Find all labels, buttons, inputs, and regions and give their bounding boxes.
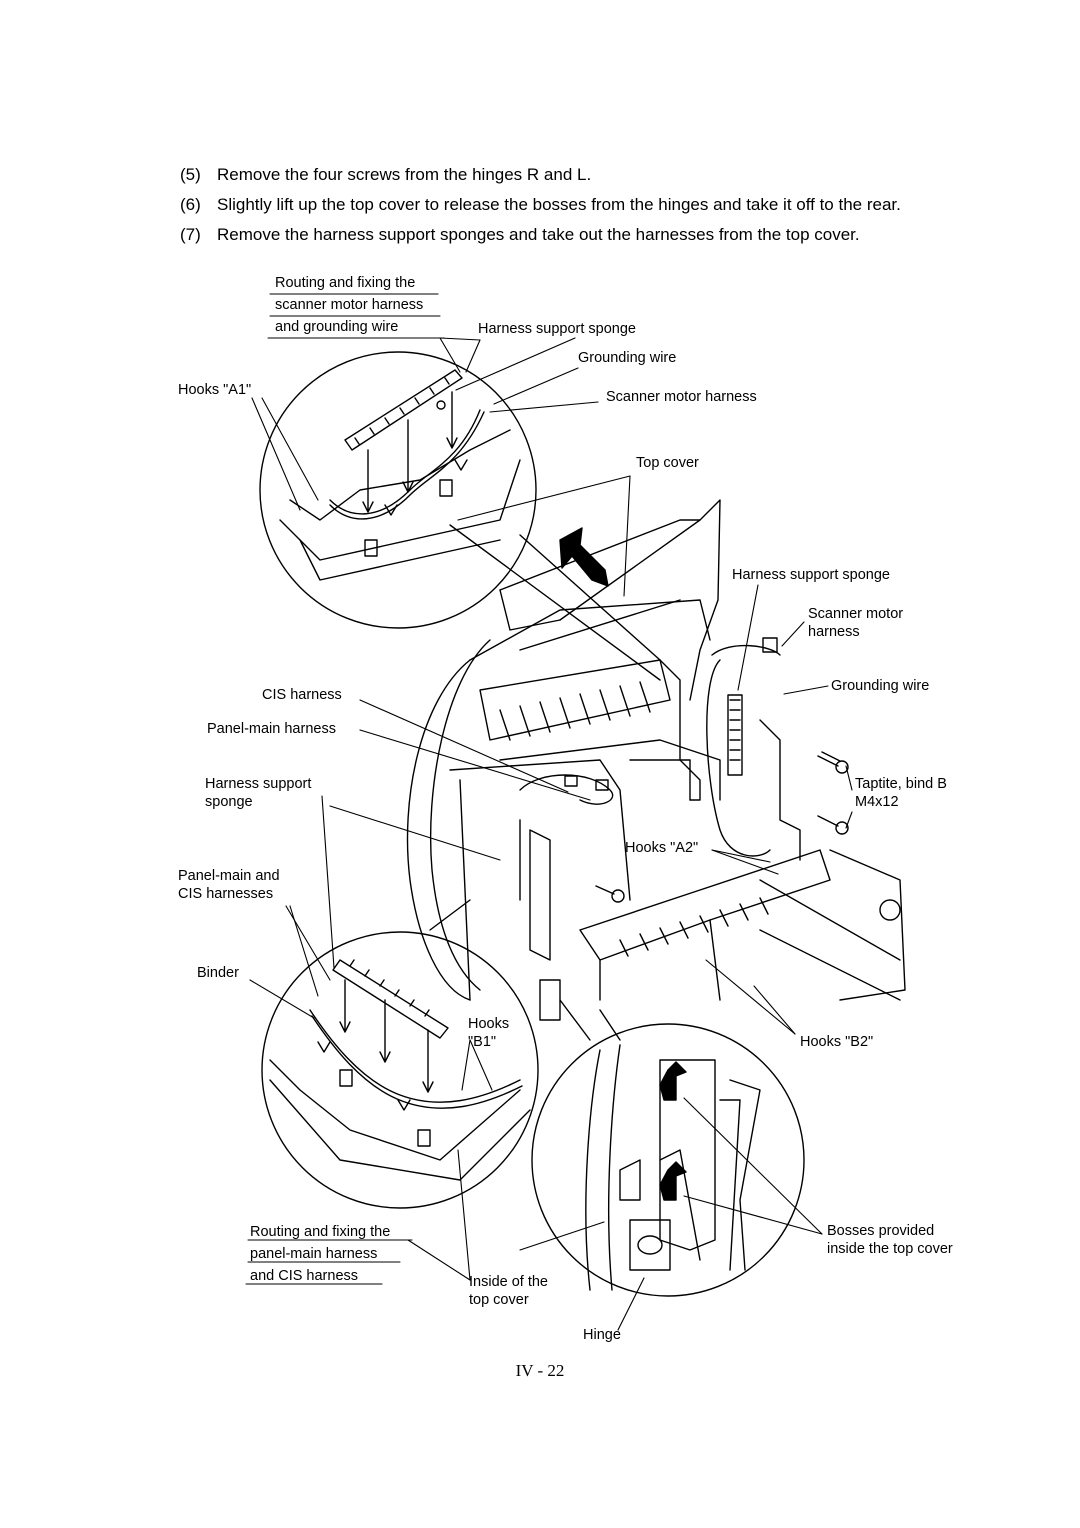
step-number: (5) (180, 165, 201, 184)
lift-arrow-icon (559, 527, 609, 587)
label-hooks-a1: Hooks "A1" (178, 382, 251, 398)
label-grounding-wire-top: Grounding wire (578, 350, 676, 366)
label-inside-top-cover-2: top cover (469, 1292, 529, 1308)
label-hooks-b1-2: "B1" (468, 1034, 496, 1050)
machine-body-drawing (406, 499, 906, 1021)
label-harness-sponge-right: Harness support sponge (732, 567, 890, 583)
hinge-shape (629, 1219, 671, 1271)
label-inside-top-cover-1: Inside of the (469, 1274, 548, 1290)
label-bosses-2: inside the top cover (827, 1241, 953, 1257)
label-cis-harness: CIS harness (262, 687, 342, 703)
label-harness-sponge-left-2: sponge (205, 794, 253, 810)
label-routing-bottom-1: Routing and fixing the (250, 1224, 390, 1240)
sponge-right-shape (727, 694, 743, 776)
label-routing-bottom-2: panel-main harness (250, 1246, 377, 1262)
label-grounding-wire-right: Grounding wire (831, 678, 929, 694)
sponge-bar-shape (332, 959, 449, 1039)
step-5: (5) Remove the four screws from the hing… (180, 160, 1000, 190)
label-scanner-motor-harness-top: Scanner motor harness (606, 389, 757, 405)
step-text: Slightly lift up the top cover to releas… (217, 195, 901, 214)
label-binder: Binder (197, 965, 239, 981)
label-taptite-2: M4x12 (855, 794, 899, 810)
label-scanner-motor-right-2: harness (808, 624, 860, 640)
label-routing-top-2: scanner motor harness (275, 297, 423, 313)
label-routing-top-1: Routing and fixing the (275, 275, 415, 291)
sponge-bar-shape (344, 369, 463, 451)
figure-labels: Routing and fixing the scanner motor har… (178, 275, 953, 1343)
label-harness-sponge-top: Harness support sponge (478, 321, 636, 337)
step-number: (7) (180, 225, 201, 244)
step-7: (7) Remove the harness support sponges a… (180, 220, 1000, 250)
step-number: (6) (180, 195, 201, 214)
label-panel-main-harness: Panel-main harness (207, 721, 336, 737)
boss-arrow-icon (659, 1061, 687, 1101)
detail-circle-hinge (531, 999, 805, 1297)
page-number: IV - 22 (515, 1361, 565, 1380)
label-bosses-1: Bosses provided (827, 1223, 934, 1239)
label-panel-main-cis-1: Panel-main and (178, 868, 280, 884)
screw-shape (817, 815, 839, 827)
procedure-steps: (5) Remove the four screws from the hing… (180, 160, 1000, 250)
boss-arrow-icon (659, 1161, 687, 1201)
step-6: (6) Slightly lift up the top cover to re… (180, 190, 1000, 220)
step-text: Remove the harness support sponges and t… (217, 225, 860, 244)
label-panel-main-cis-2: CIS harnesses (178, 886, 273, 902)
label-routing-bottom-3: and CIS harness (250, 1268, 358, 1284)
detail-circle-top (259, 351, 661, 681)
label-routing-top-3: and grounding wire (275, 319, 398, 335)
step-text: Remove the four screws from the hinges R… (217, 165, 592, 184)
label-hooks-b2: Hooks "B2" (800, 1034, 873, 1050)
label-top-cover: Top cover (636, 455, 699, 471)
label-scanner-motor-right-1: Scanner motor (808, 606, 903, 622)
label-hinge: Hinge (583, 1327, 621, 1343)
detail-circle-bottom-left (261, 899, 539, 1209)
screw-shape (595, 885, 615, 895)
label-hooks-b1-1: Hooks (468, 1016, 509, 1032)
screw-shape (817, 751, 841, 767)
label-taptite-1: Taptite, bind B (855, 776, 947, 792)
connector-shape (762, 637, 778, 653)
leader-lines (245, 293, 853, 1331)
label-hooks-a2: Hooks "A2" (625, 840, 698, 856)
label-harness-sponge-left-1: Harness support (205, 776, 311, 792)
